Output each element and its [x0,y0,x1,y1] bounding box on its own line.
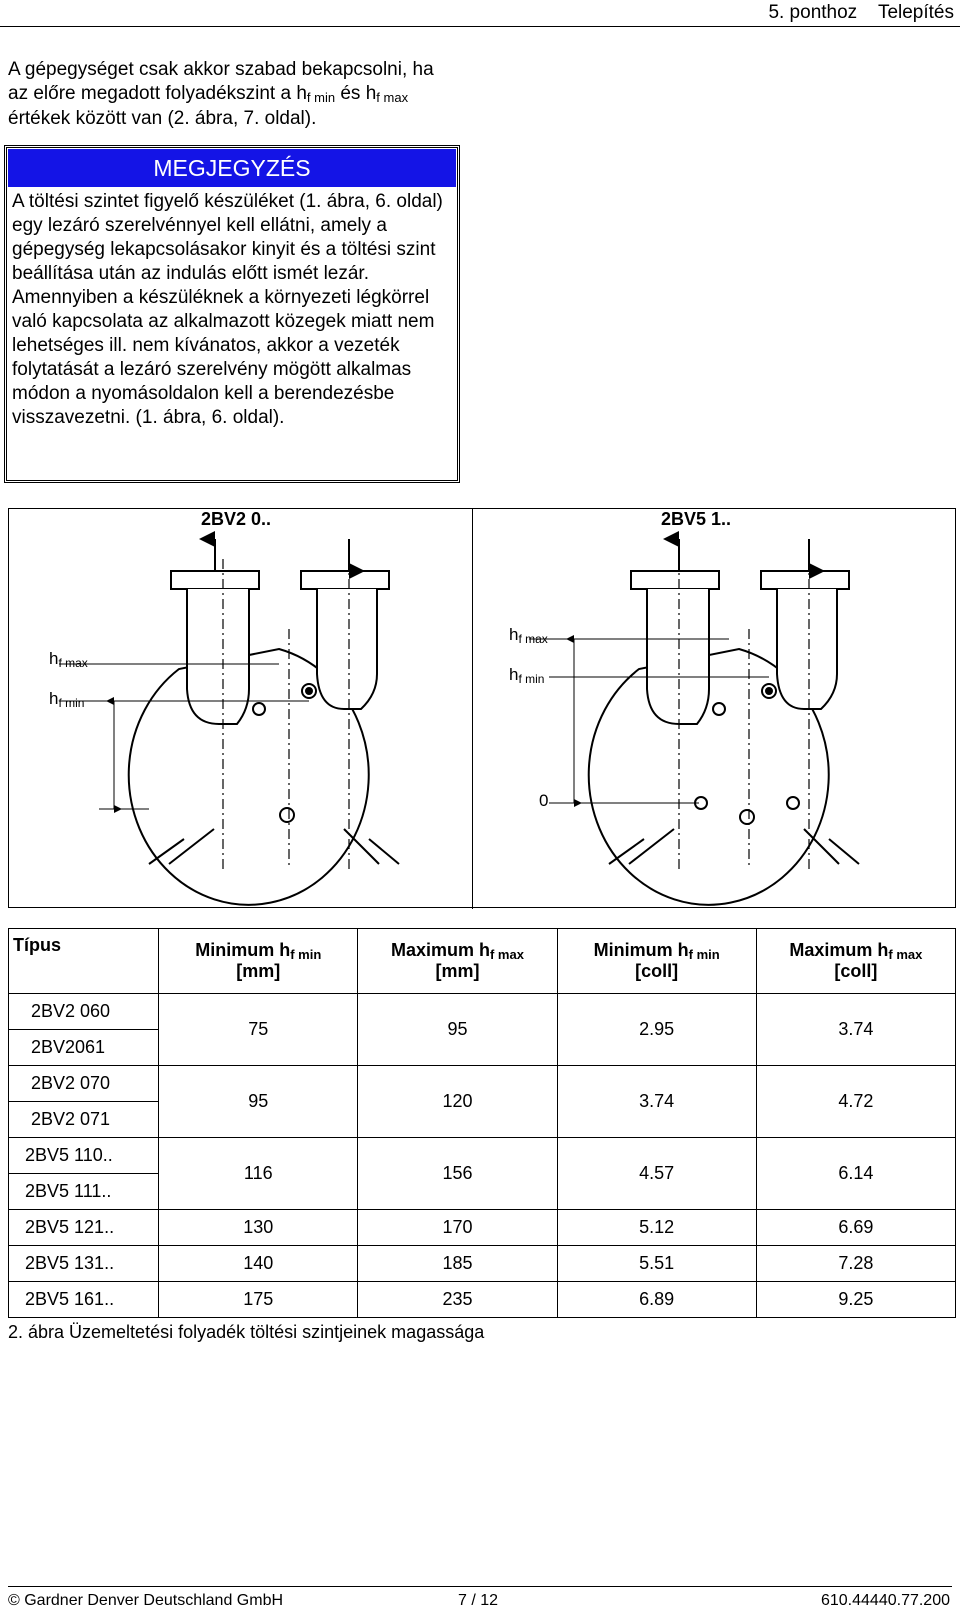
right-figure-title: 2BV5 1.. [661,509,732,529]
figure-divider [472,509,473,909]
note-paragraph-2: Amennyiben a készüléknek a környezeti lé… [12,287,435,428]
page-header: 5. ponthoz Telepítés [0,0,960,30]
type-cell: 2BV2 070 [7,1065,160,1102]
intro-paragraph: A gépegységet csak akkor szabad bekapcso… [8,59,434,129]
header-rule [0,26,960,27]
value-cell: 9.25 [755,1281,957,1318]
table-row: 2BV5 121.. 130 170 5.12 6.69 [7,1209,957,1246]
col-header-max-mm: Maximum hf max[mm] [357,928,558,994]
type-cell: 2BV5 131.. [7,1245,160,1282]
right-hfmin-label: hf min [509,665,545,686]
left-hfmin-label: hf min [49,689,85,710]
table-row: 2BV2061 [7,1029,956,1066]
value-cell: 4.72 [755,1065,957,1138]
value-cell: 6.89 [556,1281,757,1318]
value-cell: 3.74 [755,993,957,1066]
type-cell: 2BV2 060 [7,993,160,1030]
note-box: MEGJEGYZÉS A töltési szintet figyelő kés… [4,145,460,483]
type-cell: 2BV2 071 [7,1101,160,1138]
right-leg-1 [608,838,645,865]
left-pipe-1 [186,589,250,725]
value-cell: 175 [158,1281,359,1318]
left-leg-2 [368,838,400,865]
header-section: 5. ponthoz Telepítés [768,2,954,23]
value-cell: 7.28 [755,1245,957,1282]
table-row: 2BV5 111.. [7,1173,956,1210]
left-pipe-2 [316,589,378,710]
table-row: 2BV2 070 95 120 3.74 4.72 [7,1065,957,1138]
value-cell: 116 [158,1137,359,1210]
value-cell: 185 [357,1245,558,1282]
col-header-min-coll: Minimum hf min[coll] [556,928,757,994]
value-cell: 140 [158,1245,359,1282]
page-footer: © Gardner Denver Deutschland GmbH 7 / 12… [0,1586,960,1616]
value-cell: 2.95 [556,993,757,1066]
value-cell: 6.14 [755,1137,957,1210]
value-cell: 5.12 [556,1209,757,1246]
footer-page-number: 7 / 12 [458,1592,499,1609]
table-row: 2BV5 161.. 175 235 6.89 9.25 [7,1281,957,1318]
col-header-max-coll: Maximum hf max[coll] [755,928,957,994]
left-figure-title: 2BV2 0.. [201,509,272,529]
table-row: 2BV5 131.. 140 185 5.51 7.28 [7,1245,957,1282]
note-paragraph-1: A töltési szintet figyelő készüléket (1.… [12,191,443,284]
col-header-min-mm: Minimum hf min[mm] [158,928,359,994]
footer-doc-number: 610.44440.77.200 [820,1592,950,1609]
value-cell: 3.74 [556,1065,757,1138]
value-cell: 5.51 [556,1245,757,1282]
value-cell: 95 [158,1065,359,1138]
right-flange-1 [630,570,720,590]
type-cell: 2BV5 121.. [7,1209,160,1246]
right-pipe-1 [646,589,710,725]
type-cell: 2BV2061 [7,1029,160,1066]
type-cell: 2BV5 110.. [7,1137,160,1174]
value-cell: 6.69 [755,1209,957,1246]
value-cell: 156 [357,1137,558,1210]
right-flange-2 [760,570,850,590]
table-row: 2BV2 071 [7,1101,956,1138]
value-cell: 235 [357,1281,558,1318]
value-cell: 130 [158,1209,359,1246]
right-zero-label: 0 [539,791,549,810]
type-cell: 2BV5 161.. [7,1281,160,1318]
value-cell: 120 [357,1065,558,1138]
left-flange-2 [300,570,390,590]
fill-level-table: Típus Minimum hf min[mm] Maximum hf max[… [7,928,957,1318]
table-row: 2BV5 110.. 116 156 4.57 6.14 [7,1137,957,1210]
figure-caption: 2. ábra Üzemeltetési folyadék töltési sz… [8,1322,485,1342]
value-cell: 170 [357,1209,558,1246]
right-pipe-2 [776,589,838,710]
type-cell: 2BV5 111.. [7,1173,160,1210]
value-cell: 4.57 [556,1137,757,1210]
table-header-row: Típus Minimum hf min[mm] Maximum hf max[… [7,928,957,994]
footer-copyright: © Gardner Denver Deutschland GmbH [8,1592,284,1609]
right-leg-2 [828,838,860,865]
table-row: 2BV2 060 75 95 2.95 3.74 [7,993,957,1066]
note-body: A töltési szintet figyelő készüléket (1.… [7,188,457,432]
footer-rule [8,1586,952,1587]
left-leg-1 [148,838,185,865]
pump-drawing [59,531,860,906]
pump-figure: 2BV2 0.. 2BV5 1.. hf max hf min hf max h… [8,508,956,909]
left-flange-1 [170,570,260,590]
value-cell: 95 [357,993,558,1066]
left-hfmax-label: hf max [49,649,88,670]
value-cell: 75 [158,993,359,1066]
col-header-type: Típus [7,928,160,994]
note-title: MEGJEGYZÉS [8,149,456,187]
